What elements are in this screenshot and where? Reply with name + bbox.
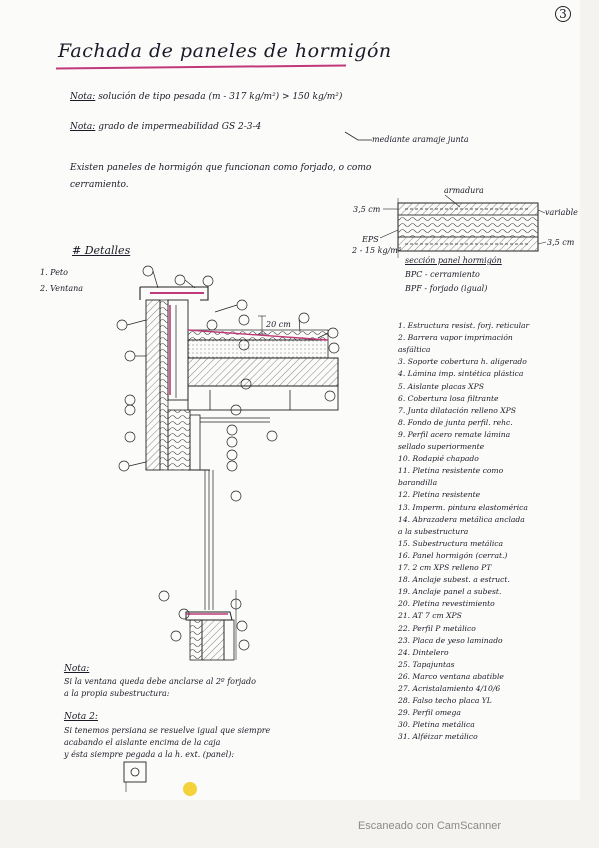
legend-item: 23. Placa de yeso laminado xyxy=(398,635,503,645)
legend-item: 26. Marco ventana abatible xyxy=(398,671,504,681)
intro-line-1: Existen paneles de hormigón que funciona… xyxy=(70,163,372,173)
legend-item: 14. Abrazadera metálica anclada xyxy=(398,514,525,524)
page-title: Fachada de paneles de hormigón xyxy=(58,40,392,62)
legend-item: 12. Pletina resistente xyxy=(398,490,481,500)
shutter-box-sketch xyxy=(123,761,147,792)
legend-item: 9. Perfil acero remate lámina xyxy=(398,429,511,439)
bottom-note2-line1: Si tenemos persiana se resuelve igual qu… xyxy=(64,726,271,735)
legend-item: 24. Dintelero xyxy=(398,647,449,657)
note-arrow xyxy=(344,131,372,141)
callouts xyxy=(116,265,340,651)
legend-item: 21. AT 7 cm XPS xyxy=(398,611,462,621)
section-caption: sección panel hormigón xyxy=(405,256,502,265)
section-left-label-2: EPS xyxy=(362,235,379,244)
note2-text: grado de impermeabilidad GS 2-3-4 xyxy=(98,122,262,132)
note1-text: solución de tipo pesada (m - 317 kg/m²) … xyxy=(98,92,343,102)
section-left-label-1: 3,5 cm xyxy=(353,205,381,214)
footer-text: Escaneado con CamScanner xyxy=(357,820,502,832)
legend-item: 4. Lámina imp. sintética plástica xyxy=(398,369,524,379)
legend-item: 30. Pletina metálica xyxy=(398,720,475,730)
page-number: 3 xyxy=(555,6,571,22)
legend-item: 16. Panel hormigón (cerrat.) xyxy=(398,550,508,560)
note2: Nota: grado de impermeabilidad GS 2-3-4 xyxy=(70,122,261,132)
bottom-note2-label: Nota 2: xyxy=(64,712,98,722)
legend-item: 20. Pletina revestimiento xyxy=(398,599,495,609)
legend-item: 31. Alféizar metálico xyxy=(398,732,478,742)
highlighter-dot xyxy=(183,782,197,796)
legend-item: asfáltica xyxy=(398,345,431,355)
facade-detail-drawing xyxy=(139,286,339,661)
legend-item: barandilla xyxy=(398,478,438,488)
section-left-label-3: 2 - 15 kg/m³ xyxy=(352,246,402,255)
bottom-note1-label: Nota: xyxy=(64,664,90,674)
bottom-note1-line1: Si la ventana queda debe anclarse al 2º … xyxy=(64,677,256,686)
legend-item: 18. Anclaje subest. a estruct. xyxy=(398,575,510,585)
legend-item: 22. Perfil P metálico xyxy=(398,623,476,633)
bottom-note2-line2: acabando el aislante encima de la caja xyxy=(64,738,221,747)
legend-item: 28. Falso techo placa YL xyxy=(398,696,492,706)
legend-item: 25. Tapajuntas xyxy=(398,659,455,669)
legend-item: 8. Fondo de junta perfil. rehc. xyxy=(398,417,513,427)
legend-item: 29. Perfil omega xyxy=(398,708,461,718)
footer-watermark: Escaneado con CamScanner xyxy=(0,820,599,832)
legend-item: 17. 2 cm XPS relleno PT xyxy=(398,563,492,572)
note2-aside: mediante aramaje junta xyxy=(372,135,469,144)
note1-label: Nota: xyxy=(70,92,96,102)
section-bpf: BPF - forjado (igual) xyxy=(405,284,488,293)
legend-item: 19. Anclaje panel a subest. xyxy=(398,587,502,597)
legend-item: 6. Cobertura losa filtrante xyxy=(398,393,499,403)
legend-item: 1. Estructura resist. forj. reticular xyxy=(398,321,530,330)
section-right-label-2: 3,5 cm xyxy=(547,238,575,247)
bottom-note2-line3: y ésta siempre pegada a la h. ext. (pane… xyxy=(64,750,235,759)
section-top-label: armadura xyxy=(444,186,484,195)
bottom-note1-line2: a la propia subestructura: xyxy=(64,689,170,698)
details-item-2: 2. Ventana xyxy=(40,284,84,293)
intro-line-2: cerramiento. xyxy=(70,180,129,190)
section-bpc: BPC - cerramiento xyxy=(405,270,480,279)
note2-label: Nota: xyxy=(70,122,96,132)
details-heading: # Detalles xyxy=(72,244,131,257)
legend-item: sellado superiormente xyxy=(398,442,485,451)
section-right-label-1: variable xyxy=(545,208,578,217)
legend-item: 5. Aislante placas XPS xyxy=(398,381,484,391)
legend-item: 13. Imperm. pintura elastomérica xyxy=(398,502,528,512)
legend-item: 2. Barrera vapor imprimación xyxy=(398,333,513,343)
dimension-label: 20 cm xyxy=(266,320,291,329)
details-item-1: 1. Peto xyxy=(40,268,68,277)
legend-item: 11. Pletina resistente como xyxy=(398,466,504,476)
legend-item: 3. Soporte cobertura h. aligerado xyxy=(398,357,527,367)
legend-item: 10. Rodapié chapado xyxy=(398,454,479,464)
legend-item: a la subestructura xyxy=(398,526,469,536)
legend-item: 15. Subestructura metálica xyxy=(398,538,504,548)
panel-section-sketch xyxy=(379,194,547,258)
legend-item: 7. Junta dilatación relleno XPS xyxy=(398,405,516,415)
note1: Nota: solución de tipo pesada (m - 317 k… xyxy=(70,92,342,102)
legend-item: 27. Acristalamiento 4/10/6 xyxy=(398,684,501,693)
